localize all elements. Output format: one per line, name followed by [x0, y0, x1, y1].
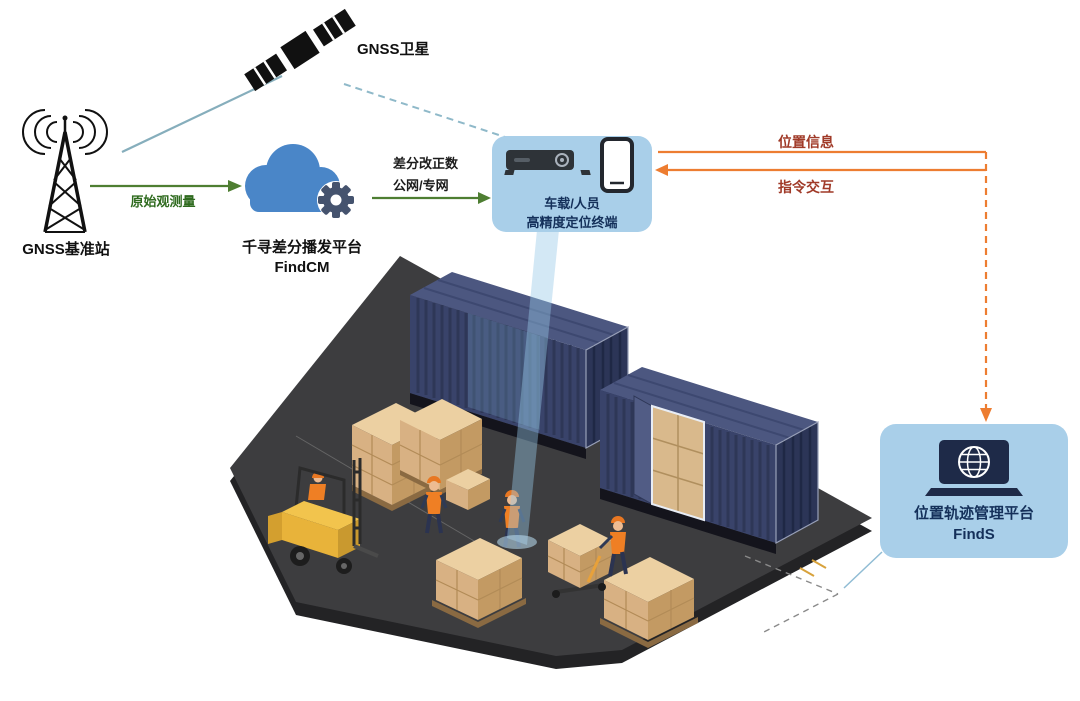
cloud-platform-product: FindCM: [274, 259, 330, 277]
position-info-label: 位置信息: [778, 134, 834, 150]
gear-icon: [318, 182, 354, 218]
pallet-stack-center: [432, 538, 526, 628]
orange-links: [655, 150, 992, 589]
receiver-device-icon: [504, 150, 591, 176]
pallet-stacks-left: [351, 399, 490, 511]
antenna-tower-icon: [22, 109, 108, 233]
command-label: 指令交互: [778, 179, 834, 195]
laptop-globe-icon: [925, 439, 1023, 496]
satellite-label: GNSS卫星: [357, 41, 430, 58]
green-arrows: [90, 180, 491, 204]
finds-label-2: FindS: [953, 526, 995, 543]
cloud-platform-name: 千寻差分播发平台: [241, 239, 363, 256]
terminal-panel: 车载/人员 高精度定位终端: [492, 136, 652, 232]
yard-platform: [230, 256, 872, 669]
finds-label-1: 位置轨迹管理平台: [913, 504, 1034, 522]
container-b: [600, 367, 819, 554]
cloud-gear-icon: [245, 144, 355, 219]
base-station-label: GNSS基准站: [22, 241, 110, 258]
worker-1: [420, 476, 448, 534]
pallet-stack-right: [600, 557, 698, 648]
satellite-icon: [244, 8, 356, 92]
terminal-icons: [504, 137, 634, 194]
positioning-beam: [497, 230, 559, 549]
terminal-label-2: 高精度定位终端: [526, 215, 618, 230]
raw-observation-label: 原始观测量: [130, 194, 196, 209]
container-a: [410, 272, 629, 459]
satellite-links: [121, 75, 515, 153]
smartphone-icon: [600, 137, 634, 194]
pallet-jack-group: [547, 516, 628, 598]
forklift: [268, 458, 379, 574]
correction-label-1: 差分改正数: [393, 156, 459, 171]
terminal-label-1: 车载/人员: [544, 196, 600, 212]
correction-label-2: 公网/专网: [393, 178, 449, 193]
cloud-platform-label: 千寻差分播发平台 FindCM: [242, 238, 362, 279]
finds-panel: 位置轨迹管理平台 FindS: [880, 424, 1068, 558]
